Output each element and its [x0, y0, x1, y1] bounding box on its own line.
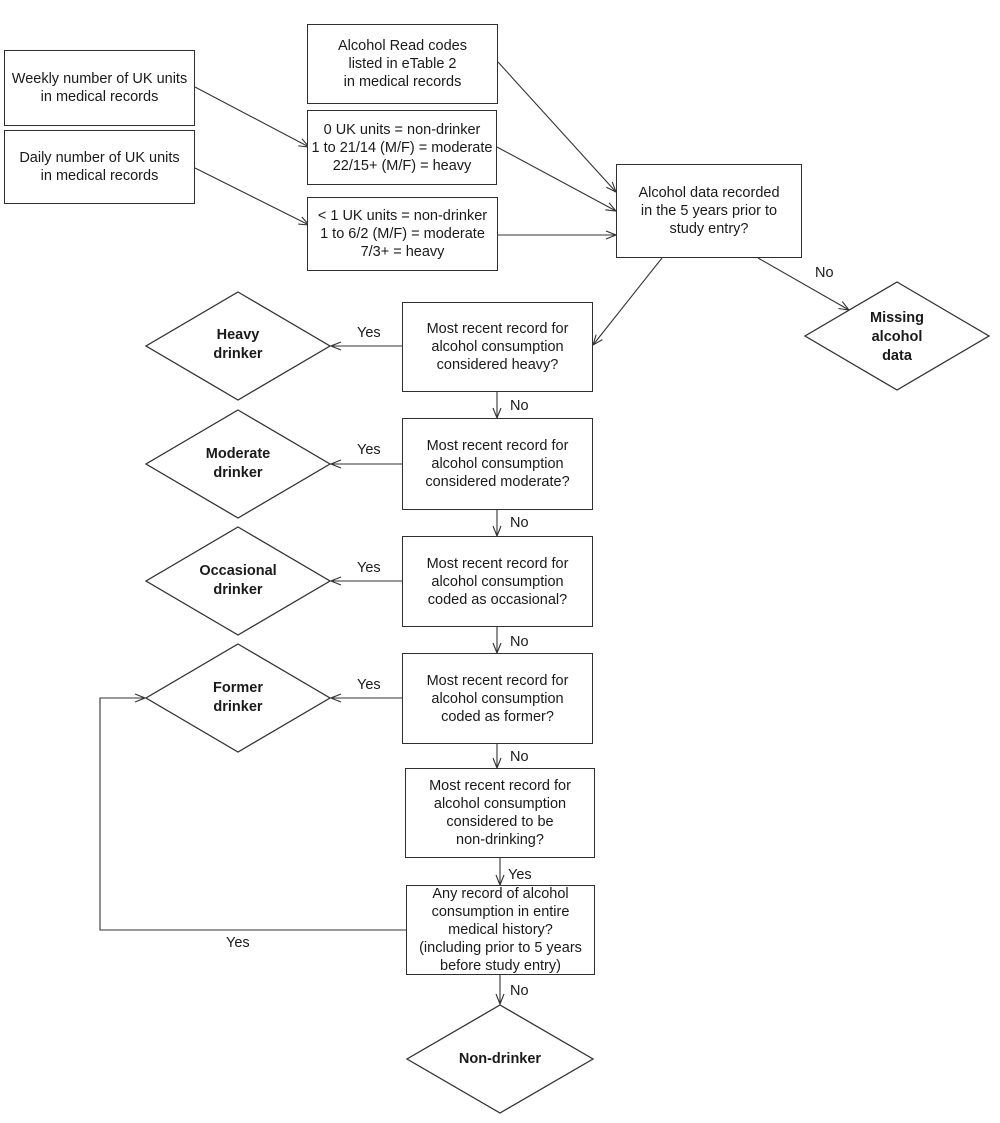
edge-label-no-after-heavy: No [510, 398, 529, 414]
question-occasional-box: Most recent record for alcohol consumpti… [402, 536, 593, 627]
diamond-missing [803, 281, 991, 391]
question-heavy-box: Most recent record for alcohol consumpti… [402, 302, 593, 392]
edge-label-no-after-occasional: No [510, 634, 529, 650]
diamond-moderate [144, 409, 332, 519]
recorded-5-years-box: Alcohol data recorded in the 5 years pri… [616, 164, 802, 258]
arrow-weekly-thresholds-to-recorded [496, 146, 616, 211]
daily-thresholds-box: < 1 UK units = non-drinker 1 to 6/2 (M/F… [307, 197, 498, 271]
arrow-yes-history-to-former [99, 698, 406, 931]
arrow-recorded-to-heavy-question [593, 257, 663, 345]
edge-label-yes-occasional: Yes [357, 560, 381, 576]
question-former-box: Most recent record for alcohol consumpti… [402, 653, 593, 744]
weekly-thresholds-box: 0 UK units = non-drinker 1 to 21/14 (M/F… [307, 110, 497, 185]
edge-label-no-missing: No [815, 265, 834, 281]
diamond-non-drinker [405, 1004, 595, 1114]
outcome-moderate-drinker: Moderate drinker [205, 446, 271, 481]
edge-label-yes-former: Yes [357, 677, 381, 693]
edge-label-no-after-former: No [510, 749, 529, 765]
arrow-readcodes-to-recorded [497, 61, 616, 192]
outcome-heavy-drinker: Heavy drinker [213, 327, 263, 362]
question-moderate-box: Most recent record for alcohol consumpti… [402, 418, 593, 510]
edge-label-yes-moderate: Yes [357, 442, 381, 458]
weekly-units-box: Weekly number of UK units in medical rec… [4, 50, 195, 126]
arrow-weekly-to-thresholds [194, 86, 309, 147]
read-codes-box: Alcohol Read codes listed in eTable 2 in… [307, 24, 498, 104]
diamond-heavy [144, 291, 332, 401]
question-history-box: Any record of alcohol consumption in ent… [406, 885, 595, 975]
daily-units-box: Daily number of UK units in medical reco… [4, 130, 195, 204]
outcome-former-drinker: Former drinker [213, 680, 263, 715]
edge-label-yes-heavy: Yes [357, 325, 381, 341]
outcome-non-drinker: Non-drinker [458, 1050, 542, 1067]
diamond-occasional [144, 526, 332, 636]
edge-label-no-after-moderate: No [510, 515, 529, 531]
question-nondrinking-box: Most recent record for alcohol consumpti… [405, 768, 595, 858]
outcome-occasional-drinker: Occasional drinker [199, 563, 277, 598]
diamond-former [144, 643, 332, 753]
edge-label-yes-history: Yes [226, 935, 250, 951]
arrow-daily-to-thresholds [194, 167, 309, 225]
edge-label-yes-nondrinking: Yes [508, 867, 532, 883]
edge-label-no-history: No [510, 983, 529, 999]
outcome-missing-alcohol-data: Missing alcohol data [870, 309, 924, 364]
arrow-recorded-to-missing [757, 257, 849, 310]
